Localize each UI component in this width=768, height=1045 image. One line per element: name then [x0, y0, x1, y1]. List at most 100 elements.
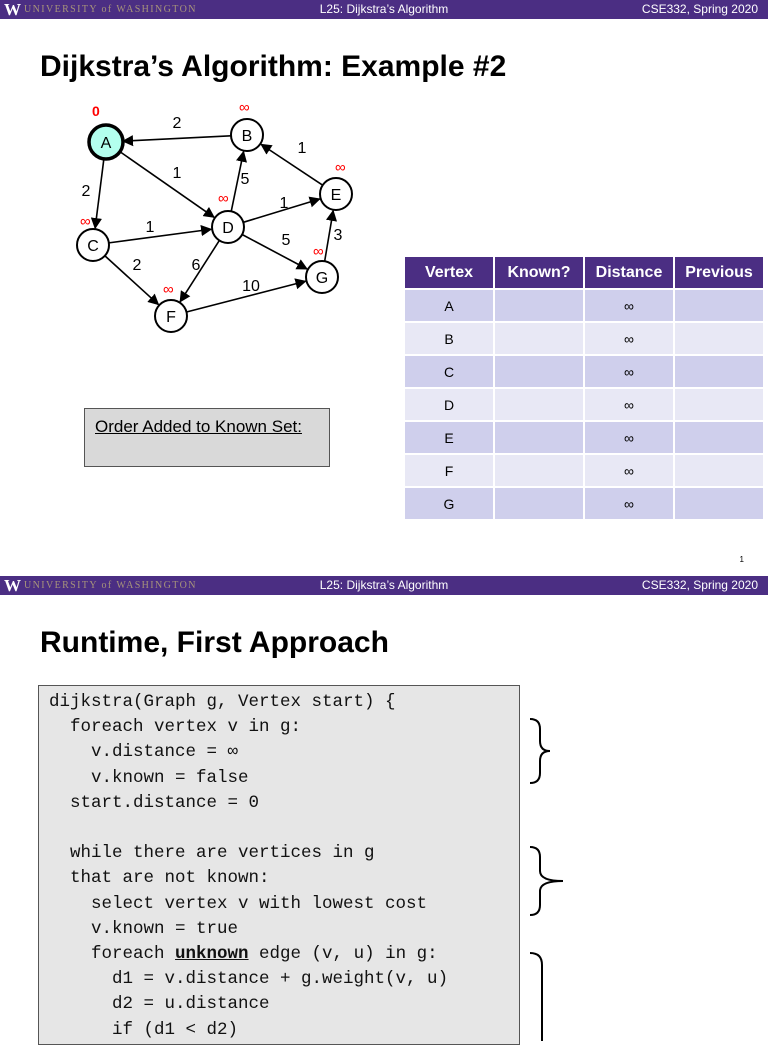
table-cell-distance: ∞ [585, 354, 673, 387]
graph-edge [108, 225, 213, 244]
table-row: C∞ [405, 354, 763, 387]
table-cell-known [495, 288, 583, 321]
node-label: E [331, 187, 342, 204]
lecture-title: L25: Dijkstra’s Algorithm [319, 2, 449, 16]
code-emphasis: unknown [175, 944, 249, 964]
code-line: select vertex v with lowest cost [49, 893, 428, 914]
brace-icon [529, 846, 564, 916]
uw-logo-icon: W [4, 576, 21, 595]
code-line: foreach unknown edge (v, u) in g: [49, 944, 438, 964]
course-name: CSE332, Spring 2020 [641, 578, 758, 592]
table-cell-vertex: E [405, 420, 493, 453]
table-row: B∞ [405, 321, 763, 354]
table-cell-previous [675, 453, 763, 486]
graph-edge [260, 143, 324, 186]
brace-icon [529, 952, 543, 1041]
node-distance-label: ∞ [335, 159, 346, 176]
graph-edge [121, 134, 232, 147]
table-cell-previous [675, 321, 763, 354]
graph-node-b [230, 118, 264, 152]
code-line: v.known = false [49, 767, 249, 788]
node-distance-label: 0 [92, 103, 100, 119]
graph-edge [118, 150, 215, 218]
node-distance-label: ∞ [163, 281, 174, 298]
table-cell-distance: ∞ [585, 420, 673, 453]
table-cell-known [495, 453, 583, 486]
dijkstra-table: Vertex Known? Distance Previous A∞B∞C∞D∞… [403, 257, 765, 519]
table-cell-previous [675, 420, 763, 453]
slide-2: W UNIVERSITY of WASHINGTON L25: Dijkstra… [0, 576, 768, 1045]
lecture-title: L25: Dijkstra’s Algorithm [319, 578, 449, 592]
edge-weight: 2 [82, 183, 91, 200]
graph-node-g [305, 260, 339, 294]
table-cell-known [495, 486, 583, 519]
table-cell-distance: ∞ [585, 321, 673, 354]
table-row: F∞ [405, 453, 763, 486]
course-name: CSE332, Spring 2020 [641, 2, 758, 16]
graph-node-a [87, 123, 125, 161]
node-distance-label: ∞ [239, 99, 250, 116]
header-bar: W UNIVERSITY of WASHINGTON L25: Dijkstra… [0, 576, 768, 595]
slide-title: Runtime, First Approach [40, 626, 389, 659]
code-line: if (d1 < d2) [49, 1019, 239, 1040]
table-cell-vertex: A [405, 288, 493, 321]
code-line: start.distance = 0 [49, 792, 260, 813]
table-cell-distance: ∞ [585, 486, 673, 519]
graph-edge [104, 255, 160, 306]
table-cell-distance: ∞ [585, 288, 673, 321]
graph-edge [179, 240, 221, 303]
node-label: C [87, 238, 99, 255]
graph-edge [323, 209, 338, 262]
edge-weight: 6 [192, 257, 201, 274]
col-header: Known? [495, 257, 583, 288]
code-line: foreach vertex v in g: [49, 717, 302, 738]
code-line: v.known = true [49, 918, 239, 939]
graph-edge [90, 157, 105, 230]
slide-1: W UNIVERSITY of WASHINGTON L25: Dijkstra… [0, 0, 768, 564]
edge-weight: 2 [173, 115, 182, 132]
table-cell-vertex: C [405, 354, 493, 387]
col-header: Vertex [405, 257, 493, 288]
edge-weight: 1 [280, 195, 289, 212]
table-cell-distance: ∞ [585, 453, 673, 486]
graph-edge [230, 150, 248, 212]
node-label: G [316, 270, 328, 287]
graph-node-e [319, 177, 353, 211]
header-bar: W UNIVERSITY of WASHINGTON L25: Dijkstra… [0, 0, 768, 19]
edge-weight: 10 [242, 278, 260, 295]
order-label: Order Added to Known Set: [95, 417, 302, 436]
uw-logo-icon: W [4, 0, 21, 19]
node-label: F [166, 309, 176, 326]
university-name: UNIVERSITY of WASHINGTON [24, 580, 197, 591]
code-line: v.distance = ∞ [49, 742, 239, 763]
table-cell-known [495, 354, 583, 387]
node-distance-label: ∞ [80, 213, 91, 230]
university-name: UNIVERSITY of WASHINGTON [24, 4, 197, 15]
table-cell-vertex: G [405, 486, 493, 519]
edge-weight: 1 [298, 140, 307, 157]
code-line: dijkstra(Graph g, Vertex start) { [49, 692, 396, 712]
table-cell-vertex: B [405, 321, 493, 354]
edge-weight: 3 [334, 227, 343, 244]
slide-title: Dijkstra’s Algorithm: Example #2 [40, 50, 507, 83]
col-header: Previous [675, 257, 763, 288]
table-cell-known [495, 321, 583, 354]
graph-edge [243, 196, 321, 224]
table-row: A∞ [405, 288, 763, 321]
table-cell-distance: ∞ [585, 387, 673, 420]
brace-icon [529, 718, 551, 784]
table-row: E∞ [405, 420, 763, 453]
table-cell-previous [675, 354, 763, 387]
graph-node-f [154, 299, 188, 333]
code-line: d2 = u.distance [49, 994, 270, 1015]
edge-weight: 2 [133, 257, 142, 274]
graph-node-c [76, 228, 110, 262]
table-cell-vertex: F [405, 453, 493, 486]
edge-weight: 5 [241, 171, 250, 188]
code-line: while there are vertices in g [49, 843, 375, 864]
table-cell-vertex: D [405, 387, 493, 420]
table-cell-known [495, 420, 583, 453]
col-header: Distance [585, 257, 673, 288]
table-cell-previous [675, 486, 763, 519]
